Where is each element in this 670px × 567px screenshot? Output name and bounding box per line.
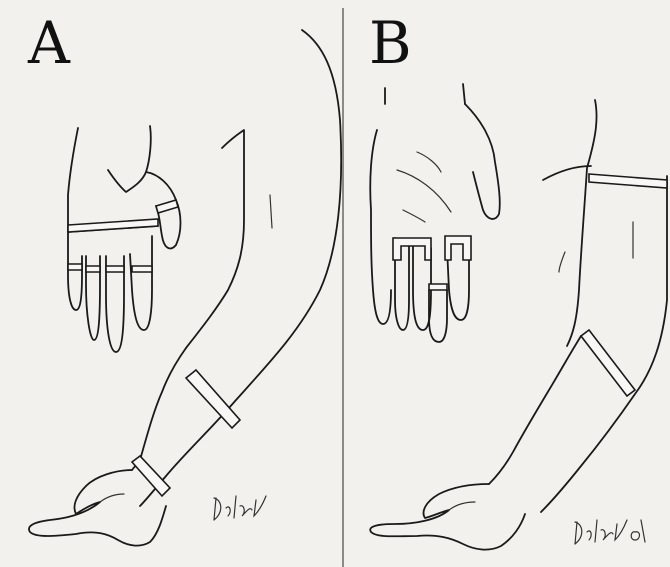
panel-label-a: A (28, 14, 70, 72)
hand-illustration-b (370, 84, 500, 342)
panel-divider (342, 8, 344, 567)
signature-b (575, 520, 645, 544)
panel-b-drawing (345, 0, 670, 567)
panel-a-drawing (0, 0, 343, 567)
panel-label-b: B (369, 14, 412, 72)
panel-b: B (345, 0, 670, 567)
arm-illustration-a (29, 30, 341, 546)
hand-illustration-a (68, 126, 181, 352)
panel-a: A (0, 0, 343, 567)
signature-a (214, 496, 266, 520)
arm-illustration-b (370, 100, 667, 550)
